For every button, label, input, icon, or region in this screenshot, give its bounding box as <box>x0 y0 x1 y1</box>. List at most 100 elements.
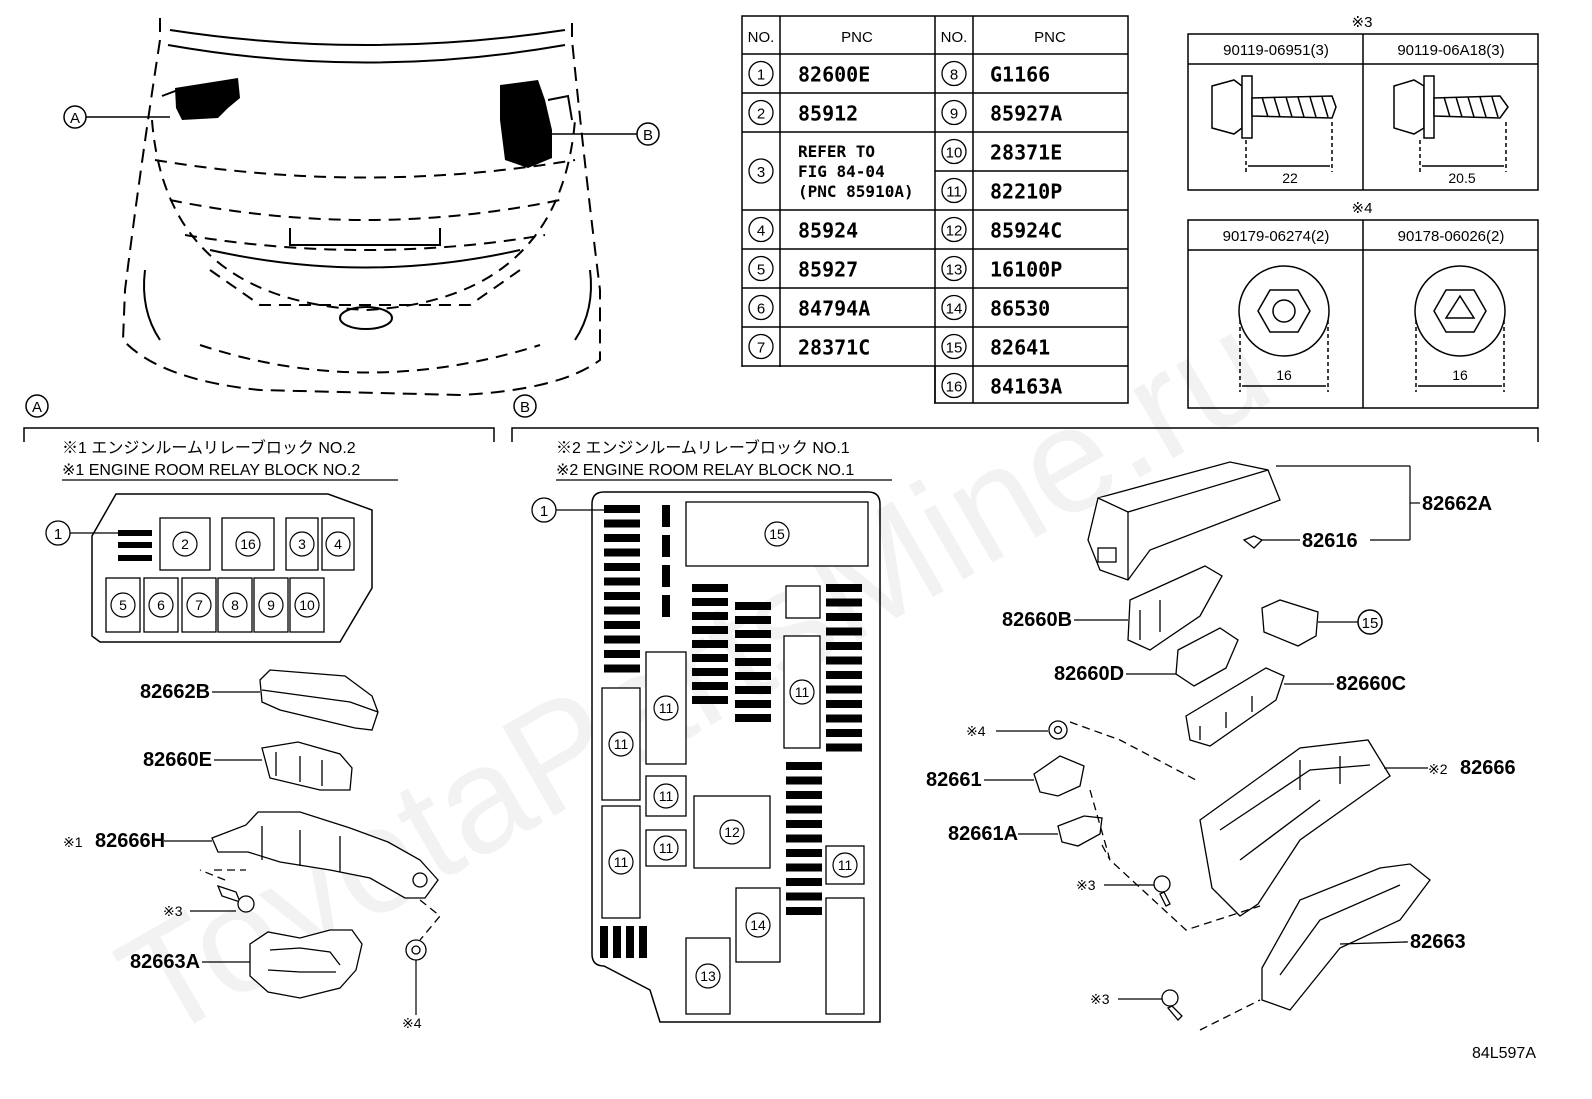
row-number: 5 <box>757 262 765 279</box>
relay-slot-circle <box>764 521 790 547</box>
fuse <box>662 565 670 587</box>
fuse <box>786 762 822 770</box>
fuse <box>826 613 862 621</box>
row-number-circle <box>748 60 774 87</box>
section-a-label: A <box>32 399 42 416</box>
section-a-circle <box>25 394 49 418</box>
pnc-value: 85927A <box>990 102 1062 126</box>
relay-slot-circle <box>745 912 771 938</box>
pnc-value: 85924C <box>990 219 1062 243</box>
fuse <box>826 584 862 592</box>
relay-slot-number: 11 <box>659 700 674 716</box>
relay-slot-circle <box>695 963 721 989</box>
nut1-drawing <box>1238 265 1330 392</box>
fuse <box>692 598 728 606</box>
relay-slot-circle <box>719 819 745 845</box>
fuse <box>604 505 640 513</box>
fuse <box>604 650 640 658</box>
row-number-circle <box>941 138 967 165</box>
fuse <box>662 595 670 617</box>
relay-slot-number: 11 <box>614 736 629 752</box>
note3-label: ※3 <box>1352 14 1373 31</box>
row-number: 9 <box>950 106 958 123</box>
row-number-circle <box>748 99 774 126</box>
fuse <box>604 592 640 600</box>
mark1-label: ※1 <box>63 834 83 850</box>
pnc-value: 82600E <box>798 63 870 87</box>
pnc-value: 16100P <box>990 258 1062 282</box>
row-number-circle <box>748 294 774 321</box>
empty-slot-box <box>825 897 865 1015</box>
callout-1-label: 1 <box>54 526 62 543</box>
section-a: A ※1 エンジンルームリレーブロック NO.2 ※1 ENGINE ROOM … <box>23 394 495 1031</box>
relay-slot-circle <box>294 592 320 618</box>
fastener-panel-bolts: ※3 90119-06951(3) 90119-06A18(3) 22 20.5 <box>1187 14 1539 191</box>
relay-slot-number: 9 <box>267 597 275 613</box>
part-82662B-label: 82662B <box>140 681 210 703</box>
fuse <box>826 700 862 708</box>
row-number-circle <box>941 294 967 321</box>
row-number: 11 <box>946 184 962 201</box>
relay-slot-box <box>685 937 731 1015</box>
bolt2-drawing <box>1393 75 1509 172</box>
callout-15-label: 15 <box>1362 615 1379 632</box>
fuse <box>826 714 862 723</box>
relay-slot-circle <box>186 592 212 618</box>
section-b-title-en: ※2 ENGINE ROOM RELAY BLOCK NO.1 <box>556 462 854 479</box>
relay-block-a-location <box>175 78 240 120</box>
fuse <box>826 598 862 607</box>
fuse <box>786 892 822 901</box>
row-number: 1 <box>757 67 765 84</box>
part-82661-label: 82661 <box>926 769 982 791</box>
pnc-value: 28371C <box>798 336 870 360</box>
relay-slot-circle <box>832 852 858 878</box>
pnc-value: 86530 <box>990 297 1050 321</box>
mark3-a-label: ※3 <box>163 903 183 919</box>
part-82660E-drawing <box>261 741 353 791</box>
relay-slot-number: 6 <box>157 597 165 613</box>
pnc-value: 85912 <box>798 102 858 126</box>
section-b: B ※2 エンジンルームリレーブロック NO.1 ※2 ENGINE ROOM … <box>511 394 1539 1031</box>
fuse <box>735 672 771 680</box>
fuse <box>692 696 728 704</box>
nut-a-drawing <box>405 939 427 961</box>
row-number: 13 <box>946 262 963 279</box>
relay-block-no1-outline <box>591 491 881 1023</box>
row-number-circle <box>748 158 774 184</box>
row-number-circle <box>941 333 967 360</box>
fuse <box>786 863 822 872</box>
diagram-code: 84L597A <box>1472 1045 1536 1062</box>
fastener-panel-nuts: ※4 90179-06274(2) 90178-06026(2) 16 16 <box>1187 200 1539 409</box>
fuse <box>735 644 771 652</box>
bolt2-dim: 20.5 <box>1448 170 1475 186</box>
part-82661A-label: 82661A <box>948 823 1018 845</box>
fuse <box>786 820 822 828</box>
row-number-circle <box>941 60 967 87</box>
pnc-value: 82641 <box>990 336 1050 360</box>
nut-b-drawing <box>1048 720 1068 740</box>
nut1-part: 90179-06274(2) <box>1223 228 1330 245</box>
row-number: 16 <box>946 379 963 396</box>
part-82660C-drawing <box>1185 667 1285 747</box>
car-front-view <box>121 18 601 397</box>
relay-block-no2-outline <box>91 493 373 643</box>
relay-slot-circle <box>653 835 679 861</box>
section-b-label: B <box>520 399 530 416</box>
row-number-circle <box>941 177 967 204</box>
fuse <box>826 685 862 694</box>
fuse <box>735 630 771 638</box>
nut2-dim: 16 <box>1452 367 1468 383</box>
relay-slot-circle <box>110 592 136 618</box>
fuse <box>692 640 728 648</box>
fuse <box>692 654 728 662</box>
pnc-value: REFER TO <box>798 142 875 161</box>
part-82660D-label: 82660D <box>1054 663 1124 685</box>
bolt2-part: 90119-06A18(3) <box>1397 42 1504 59</box>
part-82663-drawing <box>1261 863 1431 1011</box>
mark3-b2-label: ※3 <box>1090 991 1110 1007</box>
fuse <box>735 602 771 610</box>
fuse <box>826 729 862 737</box>
relay-slot-number: 4 <box>334 536 342 552</box>
fuse <box>735 616 771 624</box>
relay-slot-circle <box>148 592 174 618</box>
